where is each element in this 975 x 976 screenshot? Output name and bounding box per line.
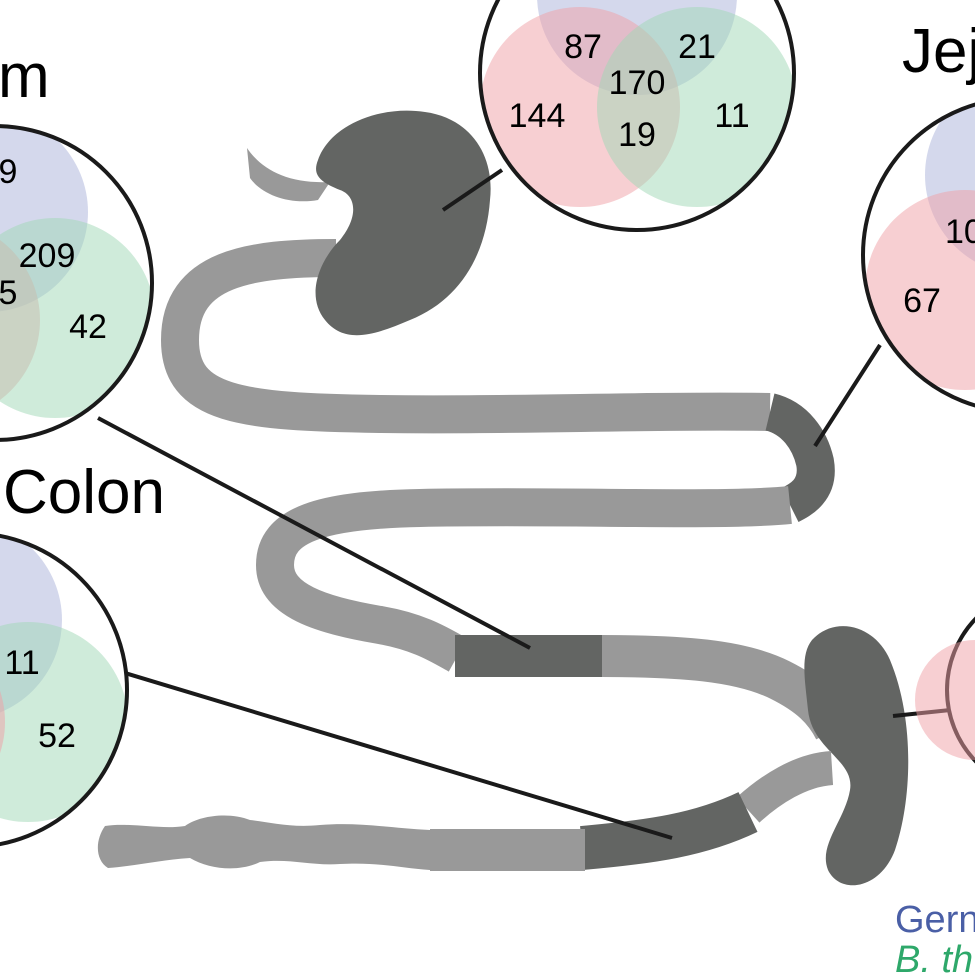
small-intestine-segment xyxy=(160,239,771,434)
venn-ileum-center: 209 xyxy=(19,237,76,275)
esophagus xyxy=(247,148,330,202)
connector-jejunum xyxy=(813,343,882,448)
colon-segment xyxy=(580,792,758,870)
venn-ileum-top: 9 xyxy=(0,153,17,191)
cecum xyxy=(804,626,909,886)
distal-colon xyxy=(97,815,431,870)
small-intestine-segment xyxy=(601,635,854,740)
venn-stomach-green-only: 11 xyxy=(714,97,749,135)
colon-segment xyxy=(736,751,834,823)
venn-jejunum-red-only: 67 xyxy=(903,282,941,320)
venn-stomach-blue-red: 87 xyxy=(564,28,602,66)
venn-jejunum: 10 67 xyxy=(861,98,975,408)
legend-b-theta: B. th xyxy=(895,939,973,976)
legend-germfree: Gern xyxy=(895,899,975,941)
title-colon: Colon xyxy=(3,458,165,527)
venn-stomach-red-only: 144 xyxy=(509,97,566,135)
small-intestine-segment xyxy=(255,486,792,672)
venn-ileum-left: 5 xyxy=(0,274,17,312)
venn-ileum-green-only: 42 xyxy=(69,308,107,346)
venn-ileum: 9 209 5 42 xyxy=(0,124,154,442)
venn-stomach-red-green: 19 xyxy=(618,116,656,154)
venn-colon-green-only: 52 xyxy=(38,717,76,755)
title-jejunum: Jej xyxy=(902,17,975,86)
gut-illustration xyxy=(97,110,909,886)
venn-stomach: 87 21 170 144 19 11 xyxy=(478,0,796,232)
stomach xyxy=(315,110,491,336)
connector-ileum xyxy=(97,416,531,650)
venn-colon: 11 52 xyxy=(0,533,129,847)
venn-stomach-center: 170 xyxy=(609,64,666,102)
small-intestine-segment xyxy=(764,393,835,522)
connector-colon xyxy=(124,671,673,840)
title-ileum: m xyxy=(0,42,50,111)
venn-jejunum-center: 10 xyxy=(945,213,975,251)
venn-colon-center: 11 xyxy=(4,644,39,682)
connector-stomach xyxy=(441,168,504,212)
venn-cecum xyxy=(915,616,975,764)
venn-stomach-blue-green: 21 xyxy=(678,28,716,66)
connector-lines xyxy=(97,168,961,840)
